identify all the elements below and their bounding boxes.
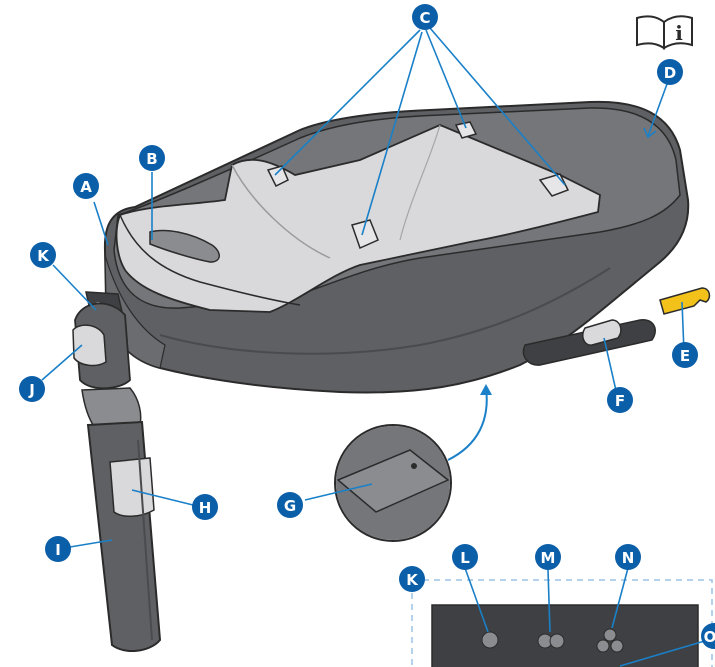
callout-markers: A B C D E F G H [19, 4, 715, 649]
svg-text:N: N [622, 549, 635, 567]
svg-text:K: K [37, 247, 50, 265]
label-N: N [615, 544, 641, 570]
svg-text:O: O [704, 628, 715, 646]
svg-text:C: C [419, 9, 430, 27]
label-B: B [139, 145, 165, 171]
svg-text:B: B [146, 150, 157, 168]
svg-text:E: E [680, 347, 690, 365]
info-glyph: i [675, 21, 683, 45]
clip-rear-left [454, 121, 478, 139]
label-H: H [192, 494, 218, 520]
svg-text:G: G [284, 497, 296, 515]
clip-front-left [266, 165, 289, 188]
svg-text:A: A [80, 178, 92, 196]
svg-text:H: H [199, 499, 212, 517]
label-G: G [277, 492, 303, 518]
svg-text:L: L [460, 549, 470, 567]
label-K-detail: K [399, 566, 425, 592]
underside-inset [334, 384, 492, 542]
leg-lower-shade [137, 439, 153, 641]
indicator-detail [411, 579, 713, 667]
leg-height-adjuster [109, 457, 155, 517]
label-E: E [672, 342, 698, 368]
manual-info-icon: i [636, 15, 693, 50]
release-handle [582, 319, 622, 346]
label-K: K [30, 242, 56, 268]
shell-side-contour [159, 267, 611, 355]
svg-text:I: I [55, 541, 61, 559]
label-D: D [657, 59, 683, 85]
insert-front-lip [119, 214, 301, 306]
leg-release-button [72, 324, 107, 367]
svg-text:J: J [28, 381, 35, 399]
label-L: L [452, 544, 478, 570]
label-O: O [701, 623, 715, 649]
label-M: M [535, 544, 561, 570]
inset-arrow [447, 387, 488, 461]
label-J: J [19, 376, 45, 402]
leader-lines [41, 27, 709, 667]
leg-lower [86, 420, 162, 652]
svg-text:M: M [541, 549, 556, 567]
label-A: A [73, 173, 99, 199]
label-C: C [412, 4, 438, 30]
cradle-insert [115, 124, 601, 313]
insert-surface [115, 124, 601, 313]
svg-text:K: K [406, 571, 419, 589]
isofix-release [522, 319, 656, 366]
insert-fold-line-2 [399, 124, 441, 241]
support-leg [72, 302, 162, 652]
label-I: I [45, 536, 71, 562]
svg-text:D: D [664, 64, 676, 82]
carry-handle-slot [149, 229, 220, 263]
insert-fold-line [231, 164, 331, 259]
svg-text:F: F [615, 392, 625, 410]
isofix-connector [659, 287, 711, 315]
label-F: F [607, 387, 633, 413]
clip-front-right [351, 219, 379, 250]
